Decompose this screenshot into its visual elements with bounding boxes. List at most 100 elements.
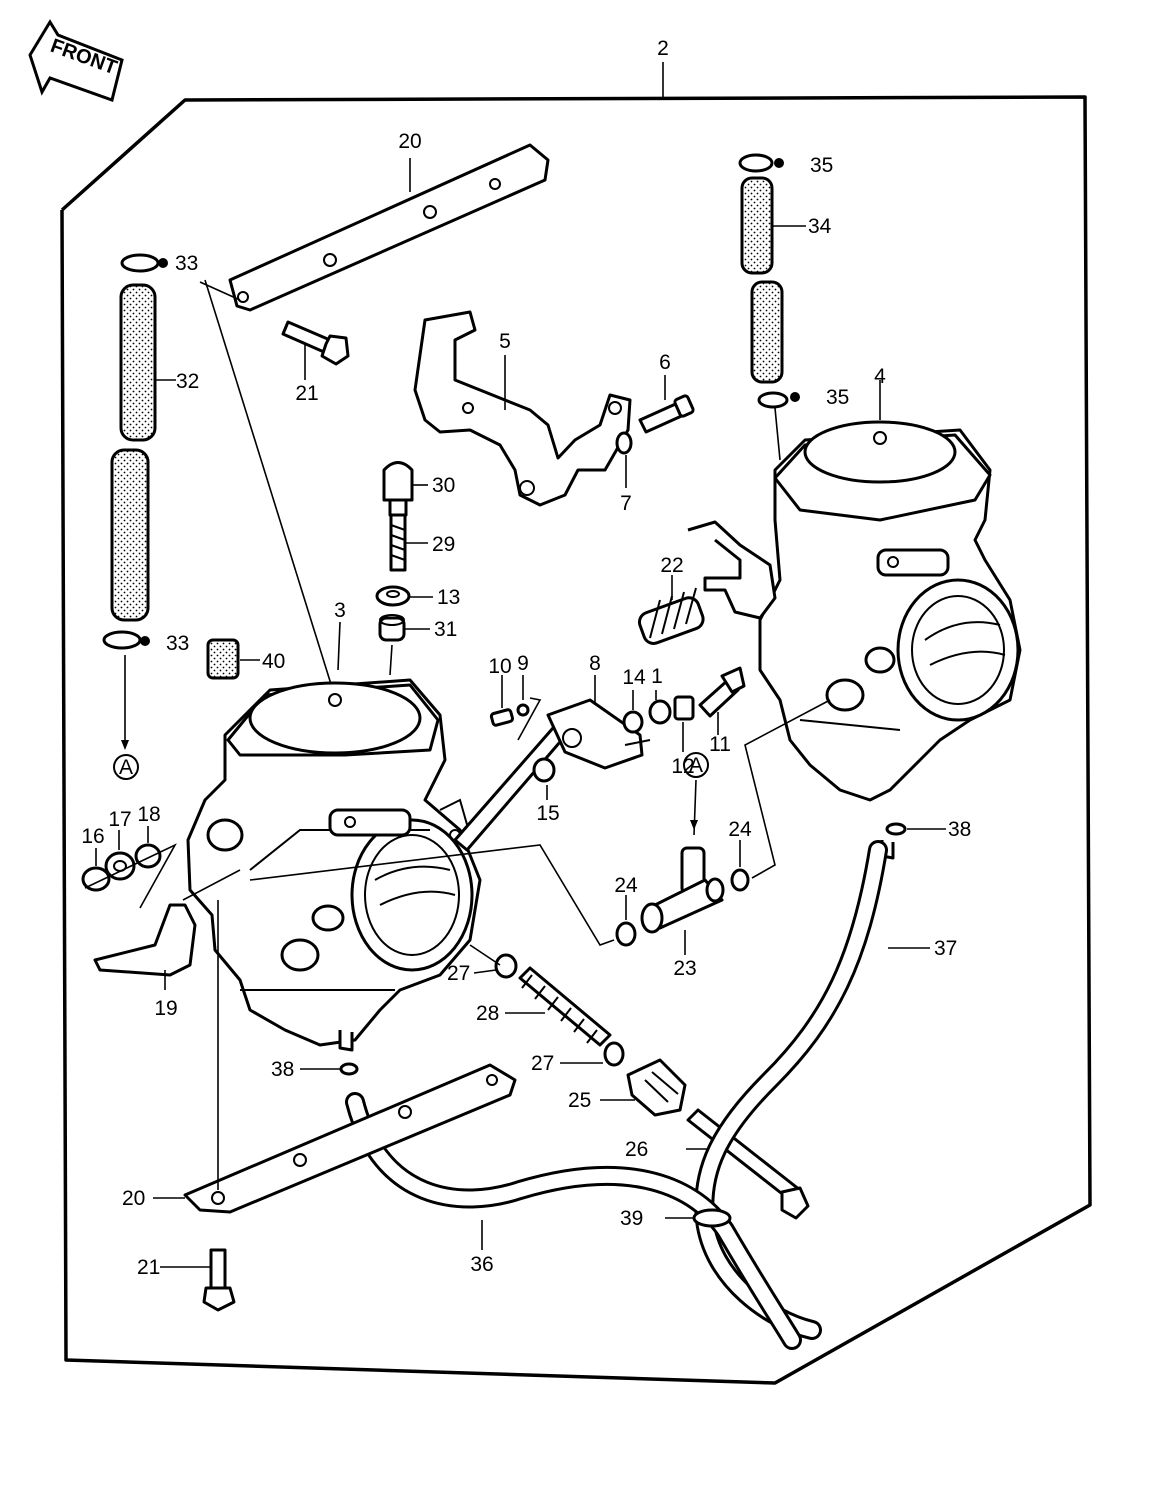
linkage-bracket (413, 310, 632, 507)
callout-31: 31 (434, 618, 457, 641)
screw-upper (281, 320, 350, 366)
oring-top-right (738, 153, 774, 173)
callout-28: 28 (476, 1002, 499, 1025)
callout-35-lower: 35 (826, 386, 849, 409)
washer-15 (532, 757, 556, 783)
callout-24-right: 24 (728, 818, 752, 841)
oring-top-left (120, 253, 160, 273)
callout-16: 16 (81, 825, 104, 848)
callout-4: 4 (874, 365, 886, 388)
callout-33-lower: 33 (166, 632, 189, 655)
callout-8: 8 (589, 652, 601, 675)
screw-10 (489, 708, 514, 727)
front-arrow-icon: FRONT (28, 19, 124, 102)
spring-22 (637, 587, 705, 645)
callout-1: 1 (651, 665, 663, 688)
oring-38-right (885, 822, 907, 836)
tee-fitting-23 (640, 846, 725, 934)
callout-3: 3 (334, 599, 346, 622)
washer-14 (622, 710, 644, 734)
callout-13: 13 (437, 586, 460, 609)
fuel-pipe-left-upper (119, 283, 157, 442)
hose-clamp-39 (692, 1208, 732, 1228)
washer-27-upper (494, 953, 518, 979)
fuel-bracket-upper (228, 143, 550, 312)
callout-21-lower: 21 (137, 1256, 160, 1279)
bracket-19 (93, 903, 197, 977)
shaft-8 (453, 698, 651, 852)
washer-7 (615, 431, 633, 455)
callout-23: 23 (673, 957, 696, 980)
callout-40: 40 (262, 650, 285, 673)
spring-12 (673, 695, 695, 721)
callout-5: 5 (499, 330, 511, 353)
adjuster-knob-25 (626, 1058, 687, 1117)
washer-27-lower (603, 1041, 625, 1067)
carburetor-right (758, 420, 1022, 860)
ref-mark-right: A (683, 752, 709, 778)
ref-mark-left: A (113, 754, 139, 780)
callout-24-left: 24 (614, 874, 638, 897)
screw-lower (202, 1248, 236, 1312)
callout-39: 39 (620, 1207, 643, 1230)
pilot-screw-11 (698, 666, 746, 718)
callout-9: 9 (517, 652, 529, 675)
oring-38-left (339, 1062, 359, 1076)
oring-right-lower (757, 391, 789, 409)
callout-12: 12 (671, 755, 694, 778)
callout-27-lower: 27 (531, 1052, 554, 1075)
callout-6: 6 (659, 351, 671, 374)
svg-text:A: A (689, 754, 703, 777)
fuel-bracket-lower (183, 1063, 517, 1214)
oring-1 (648, 699, 672, 725)
clip-22 (687, 520, 777, 620)
nut-16 (81, 866, 111, 892)
callout-30: 30 (432, 474, 455, 497)
callout-29: 29 (432, 533, 455, 556)
callout-14: 14 (622, 666, 646, 689)
callout-18: 18 (137, 803, 160, 826)
callout-2: 2 (657, 37, 669, 60)
callout-7: 7 (620, 492, 632, 515)
spring-29 (389, 513, 407, 572)
callout-35-upper: 35 (810, 154, 833, 177)
callout-21-upper: 21 (295, 382, 318, 405)
assembly-frame (60, 95, 1092, 1385)
callout-34: 34 (808, 215, 832, 238)
callout-labels: 2 20 33 21 32 33 35 34 35 4 5 6 7 30 29 … (81, 37, 971, 1279)
throttle-stop-screw (382, 461, 414, 517)
callout-20-upper: 20 (398, 130, 421, 153)
callout-32: 32 (176, 370, 199, 393)
nut-31 (378, 614, 406, 642)
fuel-pipe-left-lower (110, 448, 150, 622)
callout-20-lower: 20 (122, 1187, 145, 1210)
callout-36: 36 (470, 1253, 493, 1276)
callout-22: 22 (660, 554, 683, 577)
oring-24-left (615, 921, 637, 947)
filter-40 (206, 638, 240, 680)
washer-17 (104, 851, 136, 881)
fuel-pipe-right-upper (740, 176, 774, 275)
washer-9 (516, 703, 530, 717)
callout-15: 15 (536, 802, 559, 825)
callout-33-upper: 33 (175, 252, 198, 275)
callout-37: 37 (934, 937, 957, 960)
callout-11: 11 (709, 733, 731, 756)
nut-18 (134, 843, 162, 869)
oring-bottom-left (102, 630, 142, 650)
callout-38-right: 38 (948, 818, 971, 841)
callout-27-upper: 27 (447, 962, 470, 985)
spring-28 (518, 966, 612, 1047)
callout-38-left: 38 (271, 1058, 294, 1081)
callout-19: 19 (154, 997, 177, 1020)
callout-26: 26 (625, 1138, 648, 1161)
carburetor-left (186, 678, 482, 1052)
screw-6 (638, 394, 695, 434)
callout-25: 25 (568, 1089, 591, 1112)
fuel-pipe-right-lower (750, 280, 784, 384)
callout-10: 10 (488, 655, 511, 678)
svg-text:A: A (119, 756, 133, 779)
callout-17: 17 (108, 808, 131, 831)
oring-24-right (730, 868, 750, 892)
